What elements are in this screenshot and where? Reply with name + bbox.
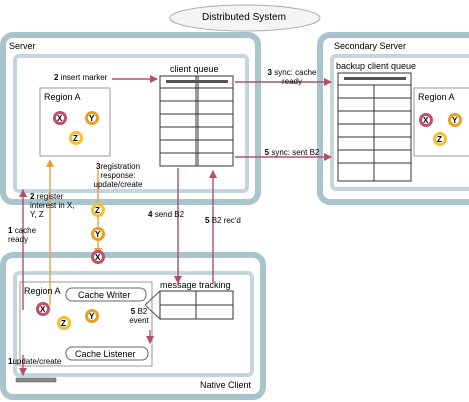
cache-writer-pill	[65, 287, 147, 302]
client-region-label: Region A	[24, 286, 61, 296]
tracking-bracket	[144, 290, 161, 320]
client-entry-z: Z	[61, 319, 66, 328]
flight-entry-y: Y	[95, 230, 101, 239]
server-region-box	[39, 87, 111, 157]
server-region-label: Region A	[44, 92, 81, 102]
diagram-title: Distributed System	[202, 12, 286, 23]
cache-writer-label: Cache Writer	[78, 290, 131, 300]
server-entry-z: Z	[73, 134, 78, 143]
flight-entry-z: Z	[95, 206, 100, 215]
arrows-red	[19, 75, 332, 376]
backup-queue-label: backup client queue	[336, 61, 417, 71]
b2-event-label: 5 B2 event	[129, 307, 149, 325]
secondary-server-label: Secondary Server	[334, 41, 407, 51]
secondary-region-label: Region A	[418, 92, 455, 102]
server-entry-x: X	[57, 114, 63, 123]
sync-ready-label: 3 sync: cache ready	[267, 68, 317, 86]
client-queue-label: client queue	[170, 64, 219, 74]
cache-listener-pill	[65, 346, 149, 361]
message-tracking-label: message tracking	[160, 280, 231, 290]
server-entry-y: Y	[89, 114, 95, 123]
client-local-queue	[15, 377, 57, 383]
register-interest-label: 2 register interest in X, Y, Z	[30, 192, 75, 219]
sync-sent-label: 5 sync: sent B2	[264, 148, 320, 157]
native-client-label: Native Client	[200, 380, 252, 390]
backup-queue-grid	[337, 72, 412, 182]
message-tracking-grid	[159, 290, 234, 320]
title-cloud	[169, 4, 321, 32]
b2-recd-label: 5 B2 rec'd	[205, 216, 241, 225]
client-queue-grid	[159, 75, 234, 167]
server-label: Server	[9, 41, 36, 51]
backup-queue-header-bar	[344, 77, 406, 80]
client-queue-header-bar	[166, 80, 228, 83]
cache-ready-label: 1 cache ready	[8, 226, 37, 244]
flight-entry-x: X	[95, 253, 101, 262]
registration-response-label: 3registration response: update/create	[93, 162, 143, 189]
client-entry-y: Y	[89, 312, 95, 321]
entry-glyphs	[36, 111, 462, 330]
send-b2-label: 4 send B2	[148, 210, 185, 219]
client-entry-x: X	[40, 305, 46, 314]
secondary-entry-x: X	[423, 116, 429, 125]
secondary-entry-z: Z	[437, 135, 442, 144]
cache-listener-label: Cache Listener	[75, 349, 136, 359]
update-create-label: 1update/create	[8, 357, 62, 366]
insert-marker-label: 2 insert marker	[54, 73, 108, 82]
secondary-entry-y: Y	[452, 116, 458, 125]
